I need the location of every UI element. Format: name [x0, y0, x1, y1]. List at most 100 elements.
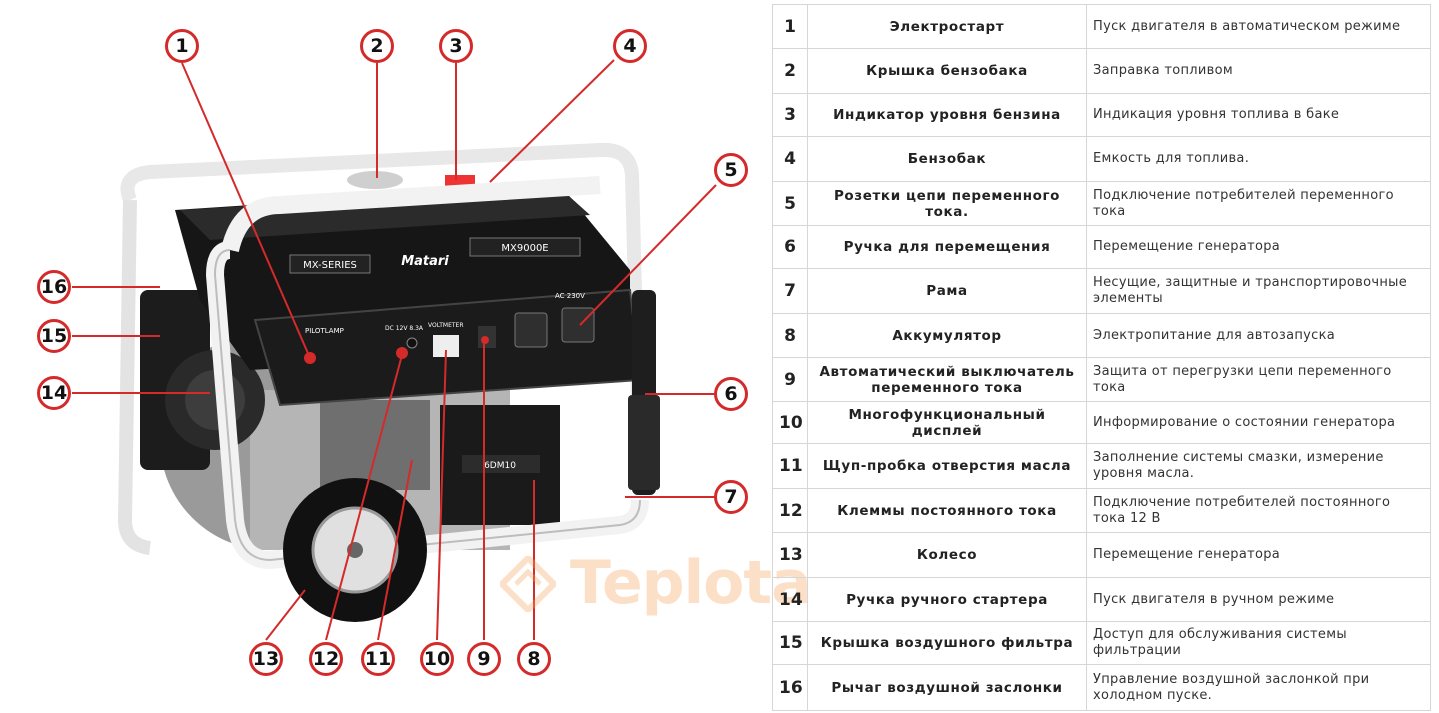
- pilot-lamp-label: PILOTLAMP: [305, 327, 344, 335]
- row-number: 6: [772, 225, 808, 269]
- component-description: Информирование о состоянии генератора: [1086, 401, 1431, 444]
- row-number: 13: [772, 532, 808, 578]
- component-name: Щуп-пробка отверстия масла: [807, 443, 1087, 489]
- component-name: Аккумулятор: [807, 313, 1087, 358]
- callout-6: 6: [714, 377, 748, 411]
- row-number: 15: [772, 621, 808, 665]
- dc-terminal-black: [406, 337, 418, 349]
- component-name: Колесо: [807, 532, 1087, 578]
- callout-1: 1: [165, 29, 199, 63]
- fuel-cap: [347, 171, 403, 189]
- row-number: 9: [772, 357, 808, 402]
- callout-15: 15: [37, 319, 71, 353]
- row-number: 10: [772, 401, 808, 444]
- model-label: MX9000E: [501, 243, 548, 254]
- ac-label: AC 230V: [555, 292, 585, 300]
- component-name: Крышка воздушного фильтра: [807, 621, 1087, 665]
- callout-3: 3: [439, 29, 473, 63]
- row-number: 4: [772, 136, 808, 182]
- component-description: Индикация уровня топлива в баке: [1086, 93, 1431, 137]
- row-number: 12: [772, 488, 808, 533]
- component-description: Перемещение генератора: [1086, 225, 1431, 269]
- component-name: Электростарт: [807, 4, 1087, 49]
- callout-11: 11: [361, 642, 395, 676]
- component-name: Рама: [807, 268, 1087, 314]
- callout-10: 10: [420, 642, 454, 676]
- generator-diagram: MX-SERIES MX9000E Matari PILOTLAMP DC 12…: [37, 29, 748, 676]
- component-description: Защита от перегрузки цепи переменного то…: [1086, 357, 1431, 402]
- component-description: Доступ для обслуживания системы фильтрац…: [1086, 621, 1431, 665]
- component-description: Подключение потребителей постоянного ток…: [1086, 488, 1431, 533]
- callout-9: 9: [467, 642, 501, 676]
- callout-4: 4: [613, 29, 647, 63]
- component-name: Ручка ручного стартера: [807, 577, 1087, 622]
- ac-socket-1: [514, 312, 548, 348]
- callout-7: 7: [714, 480, 748, 514]
- row-number: 1: [772, 4, 808, 49]
- callout-12: 12: [309, 642, 343, 676]
- row-number: 3: [772, 93, 808, 137]
- component-description: Заправка топливом: [1086, 48, 1431, 94]
- battery-label: 6DM10: [484, 461, 516, 471]
- component-name: Бензобак: [807, 136, 1087, 182]
- leader-lines: [72, 59, 717, 641]
- row-number: 7: [772, 268, 808, 314]
- dc-label: DC 12V 8.3A: [385, 325, 424, 332]
- generator-illustration: MX-SERIES MX9000E Matari PILOTLAMP DC 12…: [72, 59, 717, 641]
- row-number: 5: [772, 181, 808, 226]
- component-description: Пуск двигателя в автоматическом режиме: [1086, 4, 1431, 49]
- ac-socket-2: [561, 307, 595, 343]
- component-name: Розетки цепи переменного тока.: [807, 181, 1087, 226]
- row-number: 14: [772, 577, 808, 622]
- carburetor: [320, 400, 430, 490]
- row-number: 2: [772, 48, 808, 94]
- component-name: Индикатор уровня бензина: [807, 93, 1087, 137]
- component-description: Подключение потребителей переменного ток…: [1086, 181, 1431, 226]
- row-number: 16: [772, 664, 808, 711]
- callout-8: 8: [517, 642, 551, 676]
- component-name: Клеммы постоянного тока: [807, 488, 1087, 533]
- component-description: Заполнение системы смазки, измерение уро…: [1086, 443, 1431, 489]
- callout-16: 16: [37, 270, 71, 304]
- component-description: Несущие, защитные и транспортировочные э…: [1086, 268, 1431, 314]
- component-description: Емкость для топлива.: [1086, 136, 1431, 182]
- component-description: Управление воздушной заслонкой при холод…: [1086, 664, 1431, 711]
- callout-13: 13: [249, 642, 283, 676]
- row-number: 8: [772, 313, 808, 358]
- callout-5: 5: [714, 153, 748, 187]
- component-name: Ручка для перемещения: [807, 225, 1087, 269]
- frame-tube-left: [117, 199, 152, 555]
- component-description: Электропитание для автозапуска: [1086, 313, 1431, 358]
- frame-tube-back: [120, 142, 647, 481]
- component-name: Автоматический выключатель переменного т…: [807, 357, 1087, 402]
- component-name: Рычаг воздушной заслонки: [807, 664, 1087, 711]
- dc-terminal-red: [396, 347, 408, 359]
- callout-14: 14: [37, 376, 71, 410]
- component-description: Перемещение генератора: [1086, 532, 1431, 578]
- voltmeter-display: [433, 335, 459, 357]
- voltmeter-label: VOLTMETER: [428, 322, 464, 329]
- brand-label: Matari: [401, 254, 449, 269]
- row-number: 11: [772, 443, 808, 489]
- component-name: Многофункциональный дисплей: [807, 401, 1087, 444]
- callout-2: 2: [360, 29, 394, 63]
- component-name: Крышка бензобака: [807, 48, 1087, 94]
- component-description: Пуск двигателя в ручном режиме: [1086, 577, 1431, 622]
